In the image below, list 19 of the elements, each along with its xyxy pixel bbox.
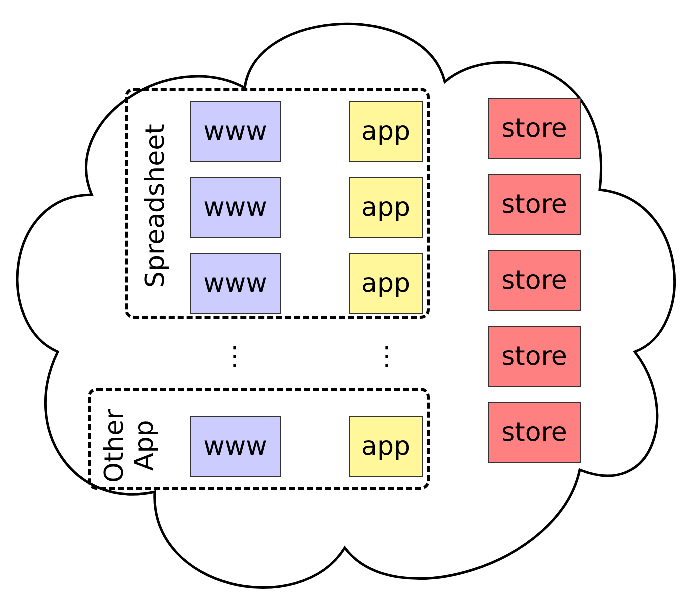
component-box: www	[190, 177, 281, 238]
component-box: store	[488, 98, 581, 159]
component-box: store	[488, 326, 581, 387]
dashed-group	[88, 388, 430, 490]
component-box: store	[488, 402, 581, 463]
component-box: app	[349, 101, 423, 162]
component-box: www	[190, 101, 281, 162]
ellipsis-mark: ⋮	[222, 344, 248, 370]
component-box: www	[190, 253, 281, 314]
component-box: www	[190, 416, 281, 477]
group-label: Spreadsheet	[142, 123, 172, 290]
component-box: app	[349, 177, 423, 238]
group-label: Other App	[101, 408, 161, 485]
component-box: store	[488, 250, 581, 311]
component-box: store	[488, 174, 581, 235]
ellipsis-mark: ⋮	[374, 344, 400, 370]
component-box: app	[349, 416, 423, 477]
component-box: app	[349, 253, 423, 314]
dashed-group	[125, 88, 430, 319]
